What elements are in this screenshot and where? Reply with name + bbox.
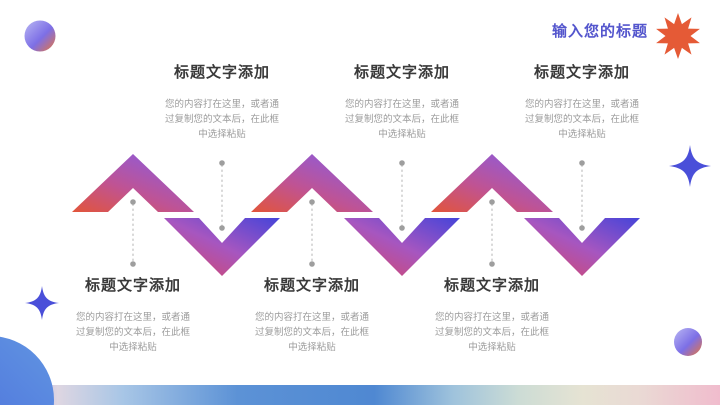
slide-title[interactable]: 输入您的标题 bbox=[551, 23, 648, 40]
connector-dot bbox=[399, 225, 405, 231]
connector-dot bbox=[489, 261, 495, 267]
text-block-top-3[interactable]: 标题文字添加 您的内容打在这里，或者通过复制您的文本后，在此框中选择粘贴 bbox=[502, 64, 662, 142]
connector-dot bbox=[399, 160, 405, 166]
connector-bottom-2 bbox=[309, 199, 315, 267]
block-body: 您的内容打在这里，或者通过复制您的文本后，在此框中选择粘贴 bbox=[164, 99, 279, 140]
connector-dot bbox=[130, 261, 136, 267]
block-body: 您的内容打在这里，或者通过复制您的文本后，在此框中选择粘贴 bbox=[75, 312, 190, 353]
block-heading: 标题文字添加 bbox=[263, 277, 360, 294]
top-left-sphere bbox=[24, 20, 56, 52]
bottom-left-circle bbox=[0, 336, 54, 405]
text-block-bottom-3[interactable]: 标题文字添加 您的内容打在这里，或者通过复制您的文本后，在此框中选择粘贴 bbox=[412, 277, 572, 355]
sparkle-icon-right bbox=[669, 145, 711, 187]
connector-dot bbox=[130, 199, 136, 205]
block-heading: 标题文字添加 bbox=[353, 64, 450, 81]
text-block-top-1[interactable]: 标题文字添加 您的内容打在这里，或者通过复制您的文本后，在此框中选择粘贴 bbox=[142, 64, 302, 142]
connector-dot bbox=[219, 225, 225, 231]
connector-dot bbox=[579, 160, 585, 166]
block-body: 您的内容打在这里，或者通过复制您的文本后，在此框中选择粘贴 bbox=[524, 99, 639, 140]
block-heading: 标题文字添加 bbox=[443, 277, 540, 294]
chevron-up-2 bbox=[251, 154, 373, 212]
connector-top-1 bbox=[219, 160, 225, 231]
chevron-up-3 bbox=[431, 154, 553, 212]
connector-bottom-3 bbox=[489, 199, 495, 267]
zigzag-ribbon bbox=[72, 154, 640, 276]
bottom-right-sphere bbox=[674, 328, 702, 356]
text-block-top-2[interactable]: 标题文字添加 您的内容打在这里，或者通过复制您的文本后，在此框中选择粘贴 bbox=[322, 64, 482, 142]
connector-top-3 bbox=[579, 160, 585, 231]
connector-dot bbox=[309, 199, 315, 205]
connector-dot bbox=[309, 261, 315, 267]
block-heading: 标题文字添加 bbox=[533, 64, 630, 81]
chevron-up-1 bbox=[72, 154, 194, 212]
connectors bbox=[130, 160, 585, 267]
text-block-bottom-1[interactable]: 标题文字添加 您的内容打在这里，或者通过复制您的文本后，在此框中选择粘贴 bbox=[53, 277, 213, 355]
connector-dot bbox=[219, 160, 225, 166]
block-body: 您的内容打在这里，或者通过复制您的文本后，在此框中选择粘贴 bbox=[254, 312, 369, 353]
block-heading: 标题文字添加 bbox=[84, 277, 181, 294]
connector-bottom-1 bbox=[130, 199, 136, 267]
connector-dot bbox=[579, 225, 585, 231]
text-block-bottom-2[interactable]: 标题文字添加 您的内容打在这里，或者通过复制您的文本后，在此框中选择粘贴 bbox=[232, 277, 392, 355]
block-body: 您的内容打在这里，或者通过复制您的文本后，在此框中选择粘贴 bbox=[344, 99, 459, 140]
chevron-down-3 bbox=[524, 218, 640, 276]
chevron-down-1 bbox=[164, 218, 280, 276]
bottom-gradient-bar bbox=[0, 385, 720, 405]
connector-top-2 bbox=[399, 160, 405, 231]
connector-dot bbox=[489, 199, 495, 205]
sparkle-icon-left bbox=[24, 285, 60, 321]
block-body: 您的内容打在这里，或者通过复制您的文本后，在此框中选择粘贴 bbox=[434, 312, 549, 353]
chevron-down-2 bbox=[344, 218, 460, 276]
starburst-icon bbox=[656, 13, 700, 59]
block-heading: 标题文字添加 bbox=[173, 64, 270, 81]
